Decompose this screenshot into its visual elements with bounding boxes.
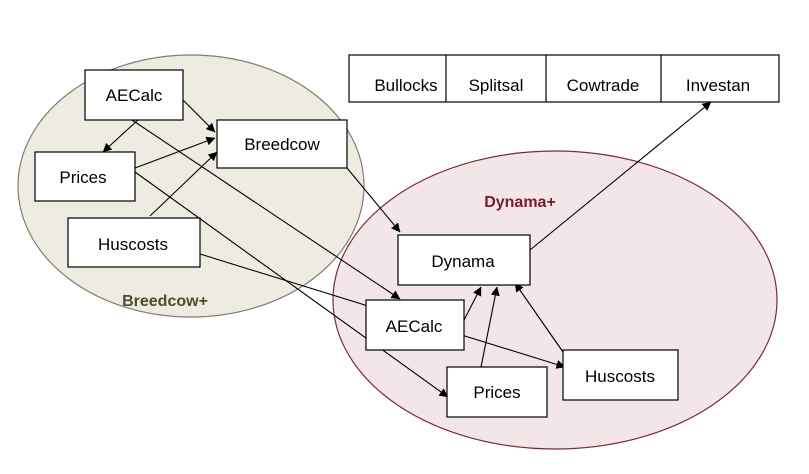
node-huscosts-right-label: Huscosts (585, 367, 655, 386)
node-prices-right[interactable]: Prices (446, 366, 548, 418)
edge-huscosts-to-breedcow (149, 151, 218, 217)
edge-aecalc-to-right-aecalc (131, 119, 401, 300)
node-huscosts-left[interactable]: Huscosts (67, 217, 201, 268)
edge-breedcow-to-dynama (346, 167, 401, 233)
node-huscosts-right[interactable]: Huscosts (562, 349, 679, 401)
node-aecalc-right[interactable]: AECalc (365, 299, 465, 351)
edge-aecalc-to-prices (102, 119, 139, 153)
edge-prices-to-right-prices (134, 171, 449, 398)
module-bullocks[interactable]: Bullocks (374, 76, 437, 95)
node-breedcow[interactable]: Breedcow (216, 119, 348, 169)
node-prices-left-label: Prices (59, 168, 106, 187)
node-aecalc-left[interactable]: AECalc (84, 69, 184, 121)
node-breedcow-label: Breedcow (244, 135, 320, 154)
node-dynama[interactable]: Dynama (397, 234, 531, 286)
module-cowtrade[interactable]: Cowtrade (567, 76, 640, 95)
node-dynama-label: Dynama (431, 252, 495, 271)
module-strip: Bullocks Splitsal Cowtrade Investan (348, 54, 780, 103)
edge-dynama-to-investan (529, 101, 712, 251)
module-investan[interactable]: Investan (686, 76, 750, 95)
node-prices-left[interactable]: Prices (34, 151, 136, 202)
node-prices-right-label: Prices (473, 383, 520, 402)
node-aecalc-right-label: AECalc (386, 317, 443, 336)
edge-prices-to-dynama (480, 286, 500, 368)
edge-aecalc-to-breedcow (182, 99, 216, 133)
dynama-group-label: Dynama+ (484, 194, 556, 211)
edge-huscosts-to-dynama (514, 282, 564, 353)
breedcow-group-label: Breedcow+ (122, 293, 208, 310)
edge-aecalc-to-dynama (462, 286, 482, 323)
node-huscosts-left-label: Huscosts (98, 235, 168, 254)
node-aecalc-left-label: AECalc (106, 86, 163, 105)
edge-prices-to-breedcow (134, 136, 216, 169)
module-splitsal[interactable]: Splitsal (469, 76, 524, 95)
